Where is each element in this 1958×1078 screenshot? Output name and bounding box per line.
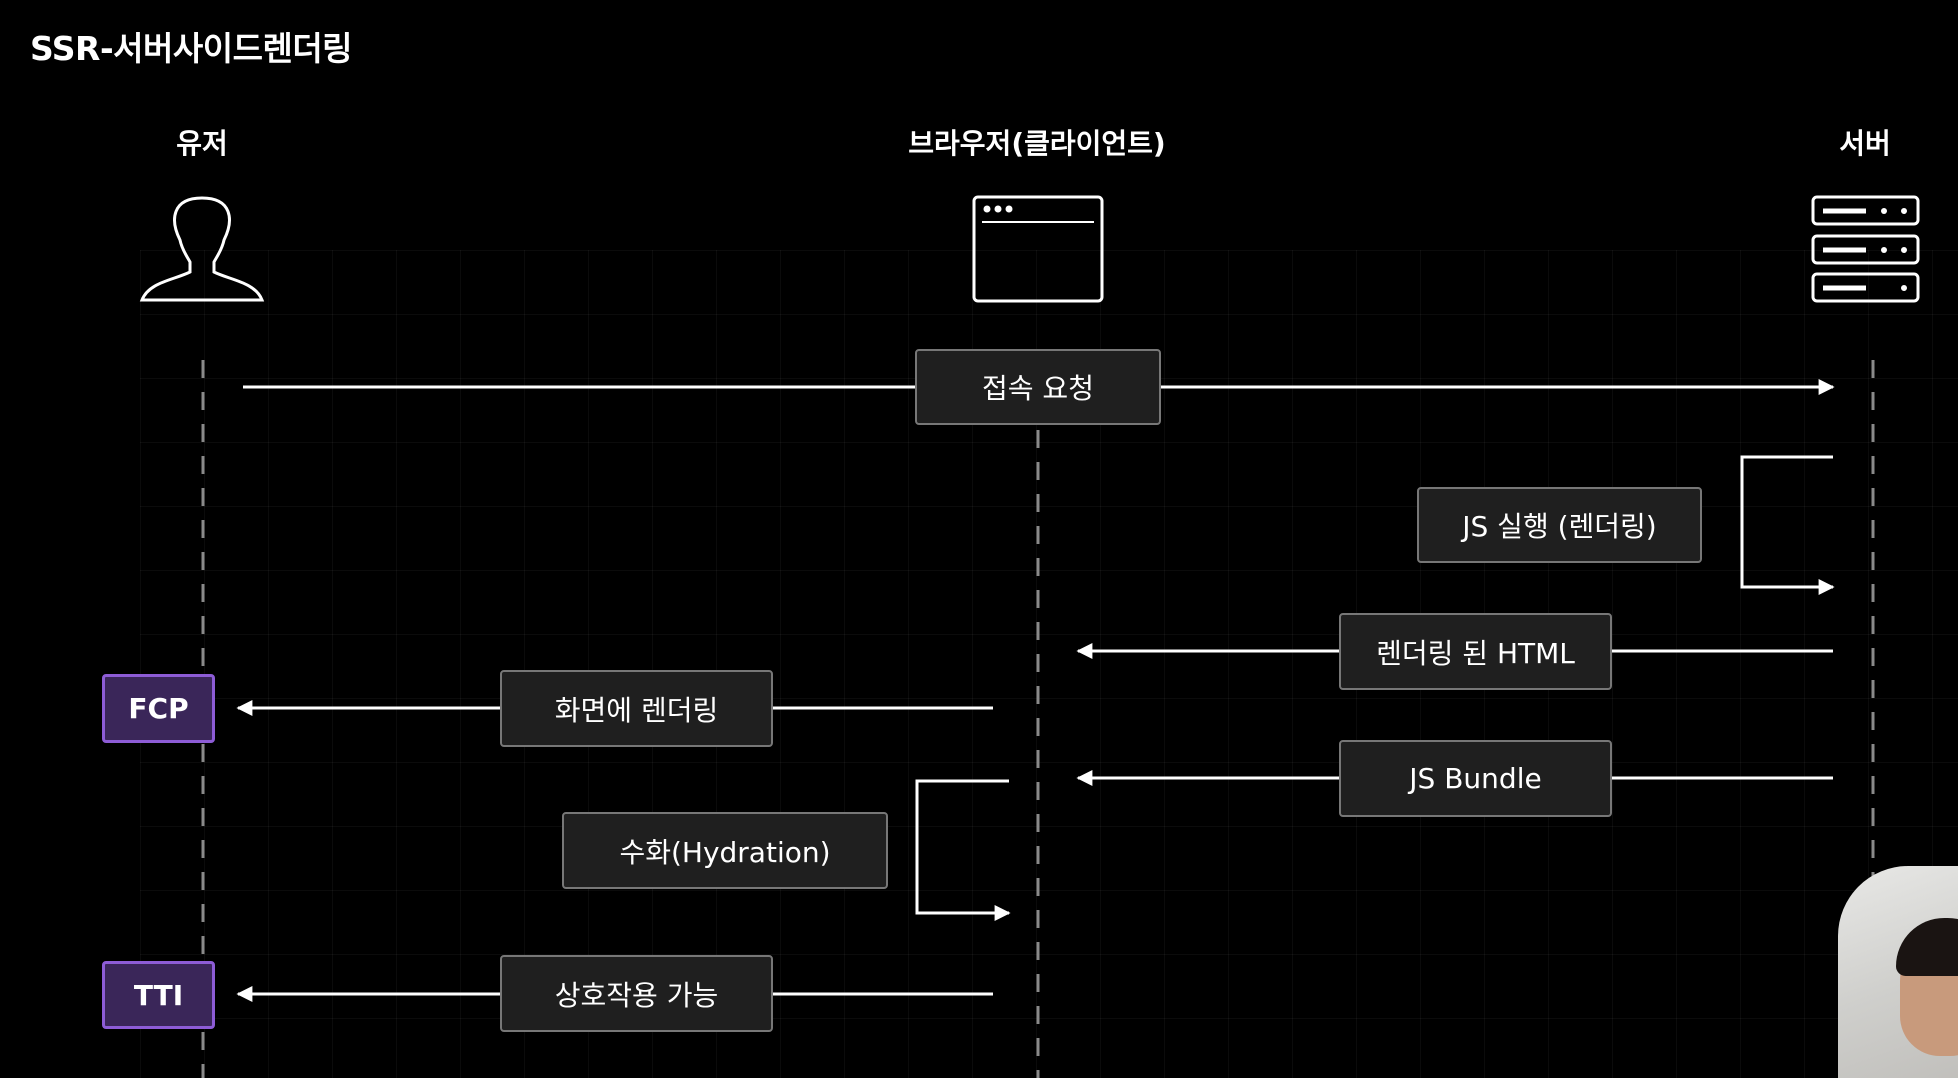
- fcp-marker: FCP: [102, 674, 215, 743]
- page-title: SSR-서버사이드렌더링: [30, 29, 353, 68]
- step-js-execute: JS 실행 (렌더링): [1417, 487, 1702, 563]
- hydration-loop-arrow: [915, 779, 1011, 921]
- step-hydration: 수화(Hydration): [562, 812, 888, 889]
- tti-marker: TTI: [102, 961, 215, 1029]
- step-interactive: 상호작용 가능: [500, 955, 773, 1032]
- step-js-bundle: JS Bundle: [1339, 740, 1612, 817]
- step-screen-render: 화면에 렌더링: [500, 670, 773, 747]
- presenter-hair: [1896, 918, 1958, 976]
- step-connect-request: 접속 요청: [915, 349, 1161, 425]
- js-execute-loop-arrow: [1740, 455, 1835, 595]
- browser-window-icon: [972, 195, 1104, 303]
- presenter-webcam: [1838, 866, 1958, 1078]
- actor-label-browser: 브라우저(클라이언트): [908, 127, 1166, 160]
- step-rendered-html: 렌더링 된 HTML: [1339, 613, 1612, 690]
- actor-label-user: 유저: [176, 127, 228, 160]
- server-rack-icon: [1811, 195, 1920, 303]
- person-icon: [139, 196, 265, 302]
- actor-label-server: 서버: [1839, 127, 1891, 160]
